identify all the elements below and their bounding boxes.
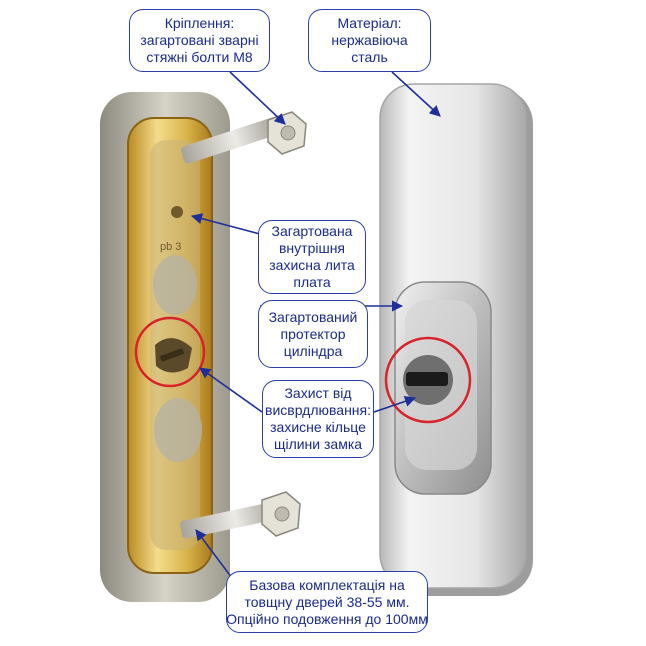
arrow-base — [195, 529, 233, 579]
key-slot — [406, 372, 448, 386]
arrow-material — [391, 71, 441, 117]
callout-cylinder-line-2: протектор — [280, 325, 346, 342]
callout-drill-line-2: висврдлювання: — [265, 402, 371, 418]
plate-hole — [171, 206, 183, 218]
top-bolt — [180, 111, 307, 164]
callout-plate-line-3: захисна лита — [269, 257, 355, 273]
callout-material-line-2: нержавіюча — [331, 32, 408, 48]
callout-mounting-line-2: загартовані зварні — [140, 32, 259, 48]
callout-cylinder-line-3: циліндра — [283, 342, 343, 359]
plate-marking: pb 3 — [160, 241, 181, 253]
callout-plate: Загартована внутрішня захисна лита плата — [258, 220, 366, 294]
callout-drill-line-4: щілини замка — [273, 436, 363, 452]
callout-plate-line-2: внутрішня — [278, 240, 346, 256]
callout-drill-protection: Захист від висврдлювання: захисне кільце… — [262, 380, 374, 458]
arrow-plate — [190, 213, 261, 235]
callout-material: Матеріал: нержавіюча сталь — [308, 9, 431, 72]
highlight-ring-protector — [384, 336, 472, 424]
callout-drill-line-1: Захист від — [284, 385, 352, 401]
highlight-ring-plate — [134, 316, 206, 388]
callout-cylinder: Загартований протектор циліндра — [258, 300, 368, 368]
arrow-drill-right — [373, 395, 417, 413]
callout-base-line-1: Базова комплектація на — [249, 576, 405, 593]
callout-base-line-3: Опційно подовження до 100мм — [226, 610, 428, 627]
callout-cylinder-line-1: Загартований — [268, 308, 358, 325]
callout-material-line-3: сталь — [351, 49, 388, 65]
callout-mounting-line-1: Кріплення: — [164, 15, 235, 31]
callout-base-line-2: товщну дверей 38-55 мм. — [244, 593, 410, 610]
callout-material-line-1: Матеріал: — [337, 15, 402, 31]
arrow-mounting — [229, 71, 286, 125]
bottom-bolt — [180, 491, 301, 539]
arrow-drill-left — [199, 367, 263, 413]
callout-plate-line-4: плата — [293, 274, 331, 290]
callout-mounting-line-3: стяжні болти M8 — [146, 49, 253, 65]
callout-drill-line-3: захисне кільце — [270, 419, 366, 435]
callout-plate-line-1: Загартована — [271, 223, 353, 239]
outer-steel-plate — [379, 83, 533, 596]
callout-base-kit: Базова комплектація на товщну дверей 38-… — [226, 571, 428, 633]
callout-mounting: Кріплення: загартовані зварні стяжні бол… — [129, 9, 270, 72]
